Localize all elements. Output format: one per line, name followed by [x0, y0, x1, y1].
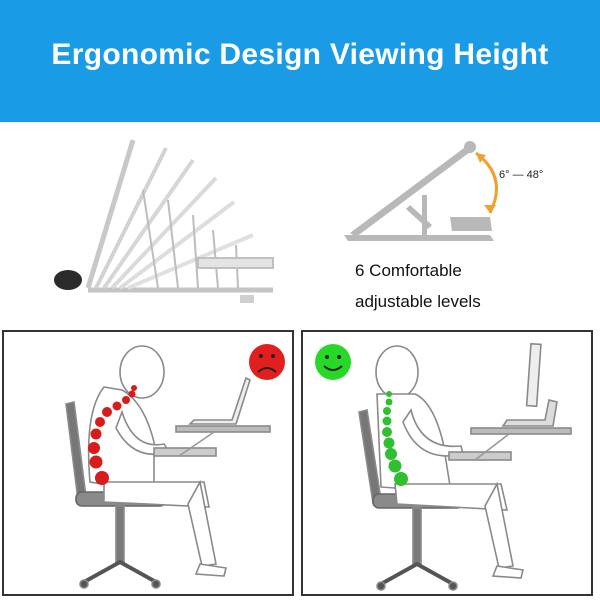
- sad-face-icon: [249, 344, 285, 380]
- levels-text-line1: 6 Comfortable: [355, 261, 462, 280]
- header-banner: Ergonomic Design Viewing Height: [0, 0, 600, 122]
- angle-arrow-icon: [475, 151, 498, 214]
- bad-posture-panel: [2, 330, 294, 596]
- good-spine-dots: [382, 391, 408, 486]
- levels-text-line2: adjustable levels: [355, 292, 481, 311]
- smiley-face-icon: [315, 344, 351, 380]
- banner-title: Ergonomic Design Viewing Height: [51, 38, 549, 71]
- good-posture-panel: [301, 330, 593, 596]
- rubber-foot-icon: [54, 270, 82, 290]
- stand-levels-illustration: [54, 139, 274, 303]
- angle-range-label: 6° — 48°: [499, 169, 544, 181]
- stand-side-view: [344, 141, 498, 241]
- bad-spine-dots: [88, 385, 137, 485]
